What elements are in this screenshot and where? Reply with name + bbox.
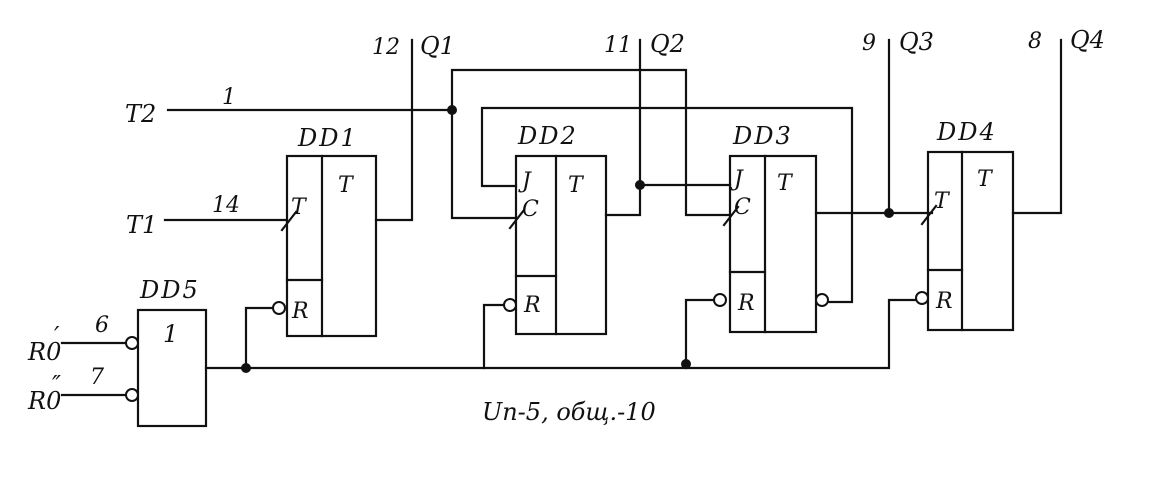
junction-q3 [884,208,894,218]
output-q1-label: Q1 [420,32,455,60]
input-r0b-pin: 7 [90,365,104,390]
dd1-t-input-label: T [291,195,308,220]
junction-reset-dd1 [241,363,251,373]
dd4-t-input-label: T [934,189,951,214]
dd4-name: DD4 [936,118,997,146]
wiring [60,38,1063,397]
output-q4-label: Q4 [1070,26,1105,54]
dd1-reset-bubble [272,301,286,315]
junction-reset-dd3 [681,359,691,369]
wire-reset-dd1 [244,306,274,370]
input-r0b-label: R0 [27,387,61,415]
output-q3-pin: 9 [862,31,876,56]
dd1-name: DD1 [297,124,358,152]
dd2-r-input-label: R [523,293,541,318]
output-q2-label: Q2 [650,30,685,58]
dd4-body [926,150,1015,332]
dd3-inv-output-bubble [815,293,829,307]
input-r0a-pin: 6 [95,313,109,338]
dd4-func-label: T [977,167,994,192]
wire-feedback-j [480,106,854,304]
dd4-r-input-label: R [935,289,953,314]
chip-dd3: DD3 J C T R [713,122,829,334]
dd4-reset-bubble [915,291,929,305]
junction-q2 [635,180,645,190]
dd2-c-input-label: C [522,197,539,222]
dd1-r-input-label: R [291,299,309,324]
wire-t2-to-dd2-c [450,108,518,220]
power-note: Uп-5, общ.-10 [482,398,656,426]
wire-q4 [1011,38,1063,215]
input-t1-pin: 14 [212,193,240,218]
chip-dd2: DD2 J C T R [503,122,608,336]
dd3-r-input-label: R [737,291,755,316]
dd5-input1-bubble [125,336,139,350]
input-t1-label: T1 [126,211,157,239]
wire-reset-dd3 [684,298,716,370]
input-t2-pin: 1 [222,85,236,110]
dd3-name: DD3 [732,122,793,150]
dd1-body [285,154,378,338]
wire-reset-bus [204,298,920,370]
dd5-input2-bubble [125,388,139,402]
dd1-func-label: T [338,173,355,198]
dd4-clock-mark [920,204,938,226]
dd2-j-input-label: J [518,169,532,194]
dd2-reset-bubble [503,298,517,312]
dd3-j-input-label: J [730,167,744,192]
dd2-name: DD2 [517,122,578,150]
input-r0b-mark: ″ [52,371,61,399]
chip-dd1: DD1 T T R [272,124,378,338]
output-q3-label: Q3 [899,28,934,56]
dd5-func-label: 1 [163,320,178,348]
wire-reset-dd2 [482,303,506,370]
chip-dd5: DD5 1 [125,276,208,428]
wire-dd2-out [604,183,642,217]
dd1-clock-mark [280,210,298,232]
junction-t2 [447,105,457,115]
dd3-reset-bubble [713,293,727,307]
dd3-clock-mark [722,205,740,227]
input-r0a-mark: ′ [54,322,60,350]
output-q2-pin: 11 [604,33,632,58]
output-q1-pin: 12 [372,35,400,60]
input-r0a-label: R0 [27,338,61,366]
wire-q1 [374,38,414,222]
dd3-c-input-label: C [734,195,751,220]
dd3-func-label: T [777,171,794,196]
dd2-body [514,154,608,336]
dd2-clock-mark [508,208,526,230]
input-t2-label: T2 [125,100,156,128]
output-q4-pin: 8 [1028,29,1042,54]
dd5-body [136,308,208,428]
dd3-body [728,154,818,334]
chip-dd4: DD4 T T R [915,118,1015,332]
wire-t2-to-dd3-c [450,68,732,217]
dd2-func-label: T [568,173,585,198]
dd5-name: DD5 [139,276,200,304]
